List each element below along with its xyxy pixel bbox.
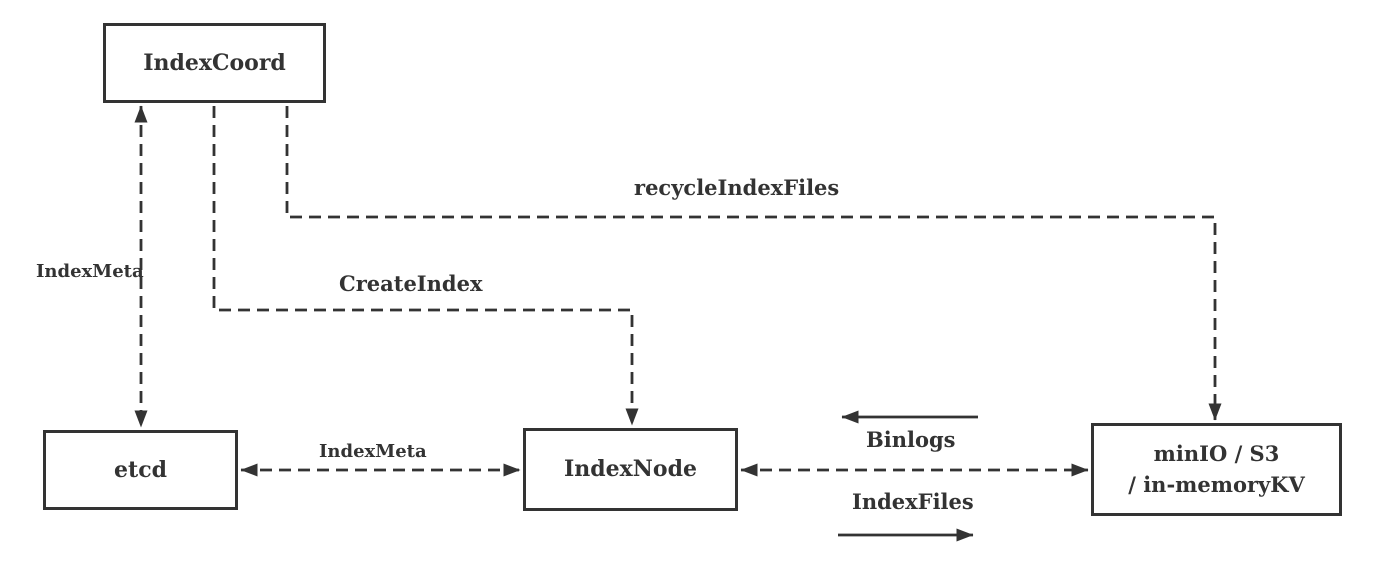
node-indexnode-label: IndexNode [564, 456, 697, 483]
edge-label-indexfiles: IndexFiles [852, 489, 974, 514]
edge-label-createindex: CreateIndex [339, 271, 483, 296]
node-storage-label-line1: minIO / S3 [1153, 441, 1280, 467]
node-storage-label-line2: / in-memoryKV [1128, 471, 1305, 497]
node-storage: minIO / S3 / in-memoryKV [1091, 423, 1342, 516]
node-etcd-label: etcd [114, 456, 167, 483]
edge-label-indexmeta-horizontal: IndexMeta [319, 441, 427, 462]
node-indexcoord: IndexCoord [103, 23, 326, 103]
edge-label-recycleindexfiles: recycleIndexFiles [634, 175, 840, 200]
edge-createindex [212, 106, 639, 426]
edge-label-binlogs: Binlogs [866, 427, 956, 452]
node-indexnode: IndexNode [523, 428, 738, 511]
edge-recycleindexfiles [285, 106, 1222, 421]
edge-label-indexmeta-vertical: IndexMeta [36, 261, 144, 282]
node-etcd: etcd [43, 430, 238, 510]
node-indexcoord-label: IndexCoord [143, 49, 286, 76]
